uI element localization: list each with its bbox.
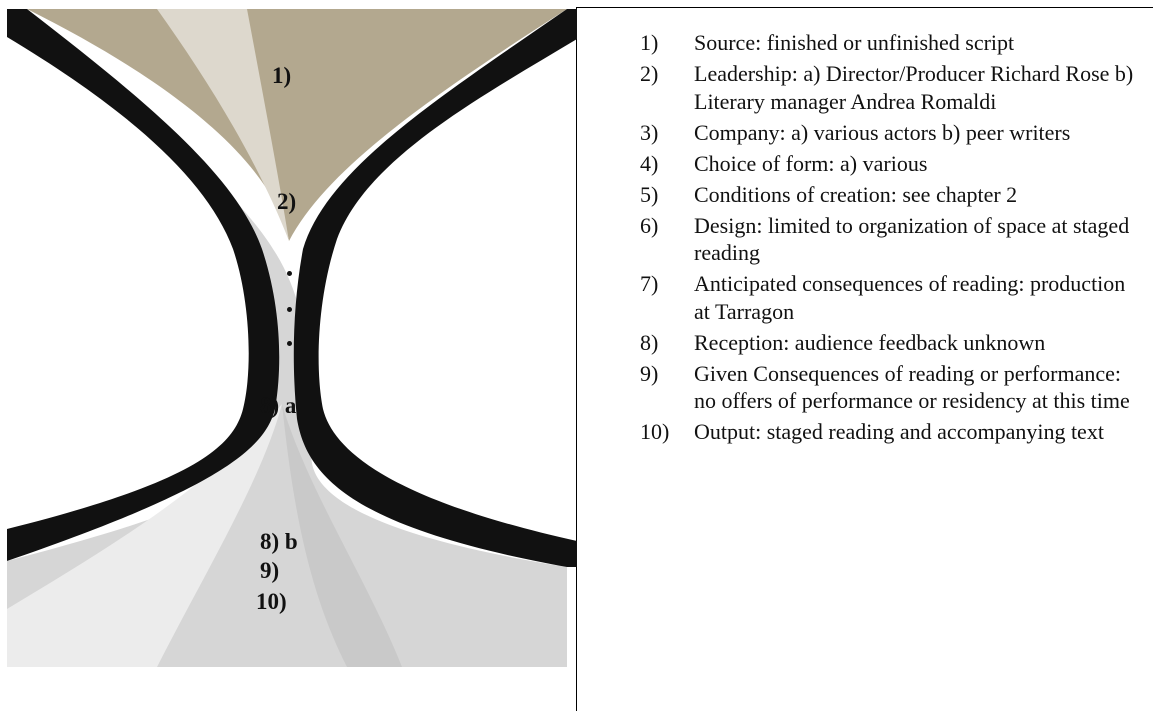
legend-item-text: Anticipated consequences of reading: pro… <box>694 271 1126 324</box>
hourglass-left-band <box>7 9 280 561</box>
legend-item: 10) Output: staged reading and accompanyi… <box>640 418 1145 446</box>
legend-item-text: Conditions of creation: see chapter 2 <box>694 181 1018 207</box>
hourglass-label-9: 9) <box>260 558 280 583</box>
hourglass-graphic <box>7 9 577 667</box>
legend-item: 5) Conditions of creation: see chapter 2 <box>640 181 1145 209</box>
legend-item-number: 1) <box>640 30 659 55</box>
legend-item: 7) Anticipated consequences of reading: p… <box>640 270 1145 325</box>
legend-item: 2) Leadership: a) Director/Producer Richa… <box>640 60 1145 115</box>
ellipsis-dot-2 <box>287 307 292 312</box>
hourglass-label-1: 1) <box>272 63 292 88</box>
legend-item-number: 2) <box>640 61 659 86</box>
legend-item-text: Given Consequences of reading or perform… <box>694 360 1130 414</box>
legend-item-number: 3) <box>640 119 659 145</box>
frame-top-border <box>576 7 1153 8</box>
hourglass-label-10: 10) <box>256 589 287 614</box>
hourglass-diagram: 1) 2) 8) a 8) b 9) 10) <box>7 9 577 667</box>
legend-item-number: 8) <box>640 329 659 355</box>
legend-item-text: Source: finished or unfinished script <box>694 30 1015 55</box>
legend-item: 9) Given Consequences of reading or perfo… <box>640 360 1145 415</box>
legend-item-text: Company: a) various actors b) peer write… <box>694 119 1071 145</box>
top-sand <box>27 9 567 241</box>
lower-right-streak <box>282 404 402 667</box>
hourglass-label-8b: 8) b <box>260 529 298 554</box>
hourglass-label-8a: 8) a <box>260 393 297 418</box>
legend-item: 6) Design: limited to organization of spa… <box>640 212 1145 267</box>
legend-item: 8) Reception: audience feedback unknown <box>640 329 1145 357</box>
legend-item-text: Reception: audience feedback unknown <box>694 329 1046 355</box>
frame-divider <box>576 7 577 711</box>
hourglass-label-2: 2) <box>277 189 297 214</box>
ellipsis-dot-3 <box>287 341 292 346</box>
legend-list: 1)Source: finished or unfinished script … <box>640 29 1145 449</box>
legend-item-text: Leadership: a) Director/Producer Richard… <box>694 61 1134 114</box>
legend-item: 3) Company: a) various actors b) peer wri… <box>640 119 1145 147</box>
legend-item: 1) Source: finished or unfinished script <box>640 29 1145 57</box>
legend-item-number: 4) <box>640 150 659 176</box>
legend-item-number: 5) <box>640 181 659 207</box>
lower-left-streak <box>7 404 282 667</box>
hourglass-right-band <box>293 9 577 567</box>
legend-item-text: Output: staged reading and accompanying … <box>694 419 1104 444</box>
top-light-streak <box>157 9 289 241</box>
legend-item-number: 10) <box>640 419 670 444</box>
legend-item-text: Design: limited to organization of space… <box>694 212 1130 266</box>
legend-item: 4) Choice of form: a) various <box>640 150 1145 178</box>
legend-item-number: 9) <box>640 360 659 386</box>
ellipsis-dot-1 <box>287 271 292 276</box>
hourglass-interior <box>7 9 567 667</box>
legend-item-number: 7) <box>640 271 659 296</box>
legend-item-number: 6) <box>640 212 659 238</box>
legend-item-text: Choice of form: a) various <box>694 150 928 176</box>
